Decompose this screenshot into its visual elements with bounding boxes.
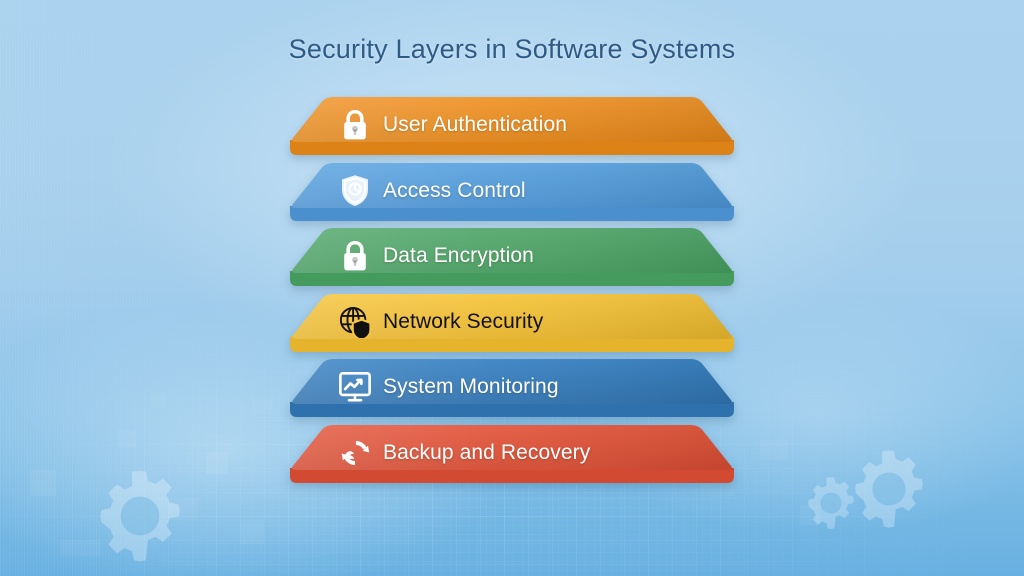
layer-content: System Monitoring xyxy=(282,358,742,416)
slab-shape xyxy=(290,293,734,352)
page-title: Security Layers in Software Systems xyxy=(288,34,736,64)
layer-content: Access Control xyxy=(282,162,742,220)
globe-shield-icon xyxy=(338,305,372,339)
layer-stack: User Authentication Access xyxy=(0,96,1024,506)
slab-shape xyxy=(290,162,734,221)
slab-shape xyxy=(290,359,734,417)
layer-content: Data Encryption xyxy=(282,227,742,285)
layer-slab[interactable]: Network Security xyxy=(282,293,742,365)
layer-label: User Authentication xyxy=(383,113,568,136)
layer-slab[interactable]: System Monitoring xyxy=(282,358,742,430)
layer-label: Backup and Recovery xyxy=(383,440,591,464)
slab-shape xyxy=(290,424,734,483)
gear-icon xyxy=(86,462,194,570)
sync-arrows-icon xyxy=(338,436,372,470)
padlock-icon xyxy=(338,108,372,142)
gear-icon xyxy=(843,443,935,535)
shield-icon xyxy=(338,174,372,208)
layer-content: User Authentication xyxy=(282,96,742,154)
monitor-chart-icon xyxy=(338,370,372,404)
layer-content: Network Security xyxy=(282,293,742,351)
layer-label: System Monitoring xyxy=(383,375,559,398)
slab-shape xyxy=(290,97,734,155)
slab-shape xyxy=(290,228,734,286)
gear-icon xyxy=(800,472,862,534)
layer-label: Data Encryption xyxy=(383,244,534,267)
layer-slab[interactable]: User Authentication xyxy=(282,96,742,168)
layer-slab[interactable]: Data Encryption xyxy=(282,227,742,299)
layer-label: Network Security xyxy=(383,309,544,333)
layer-content: Backup and Recovery xyxy=(282,424,742,482)
layer-label: Access Control xyxy=(383,178,526,202)
layer-slab[interactable]: Access Control xyxy=(282,162,742,234)
padlock-icon xyxy=(338,239,372,273)
layer-slab[interactable]: Backup and Recovery xyxy=(282,424,742,496)
